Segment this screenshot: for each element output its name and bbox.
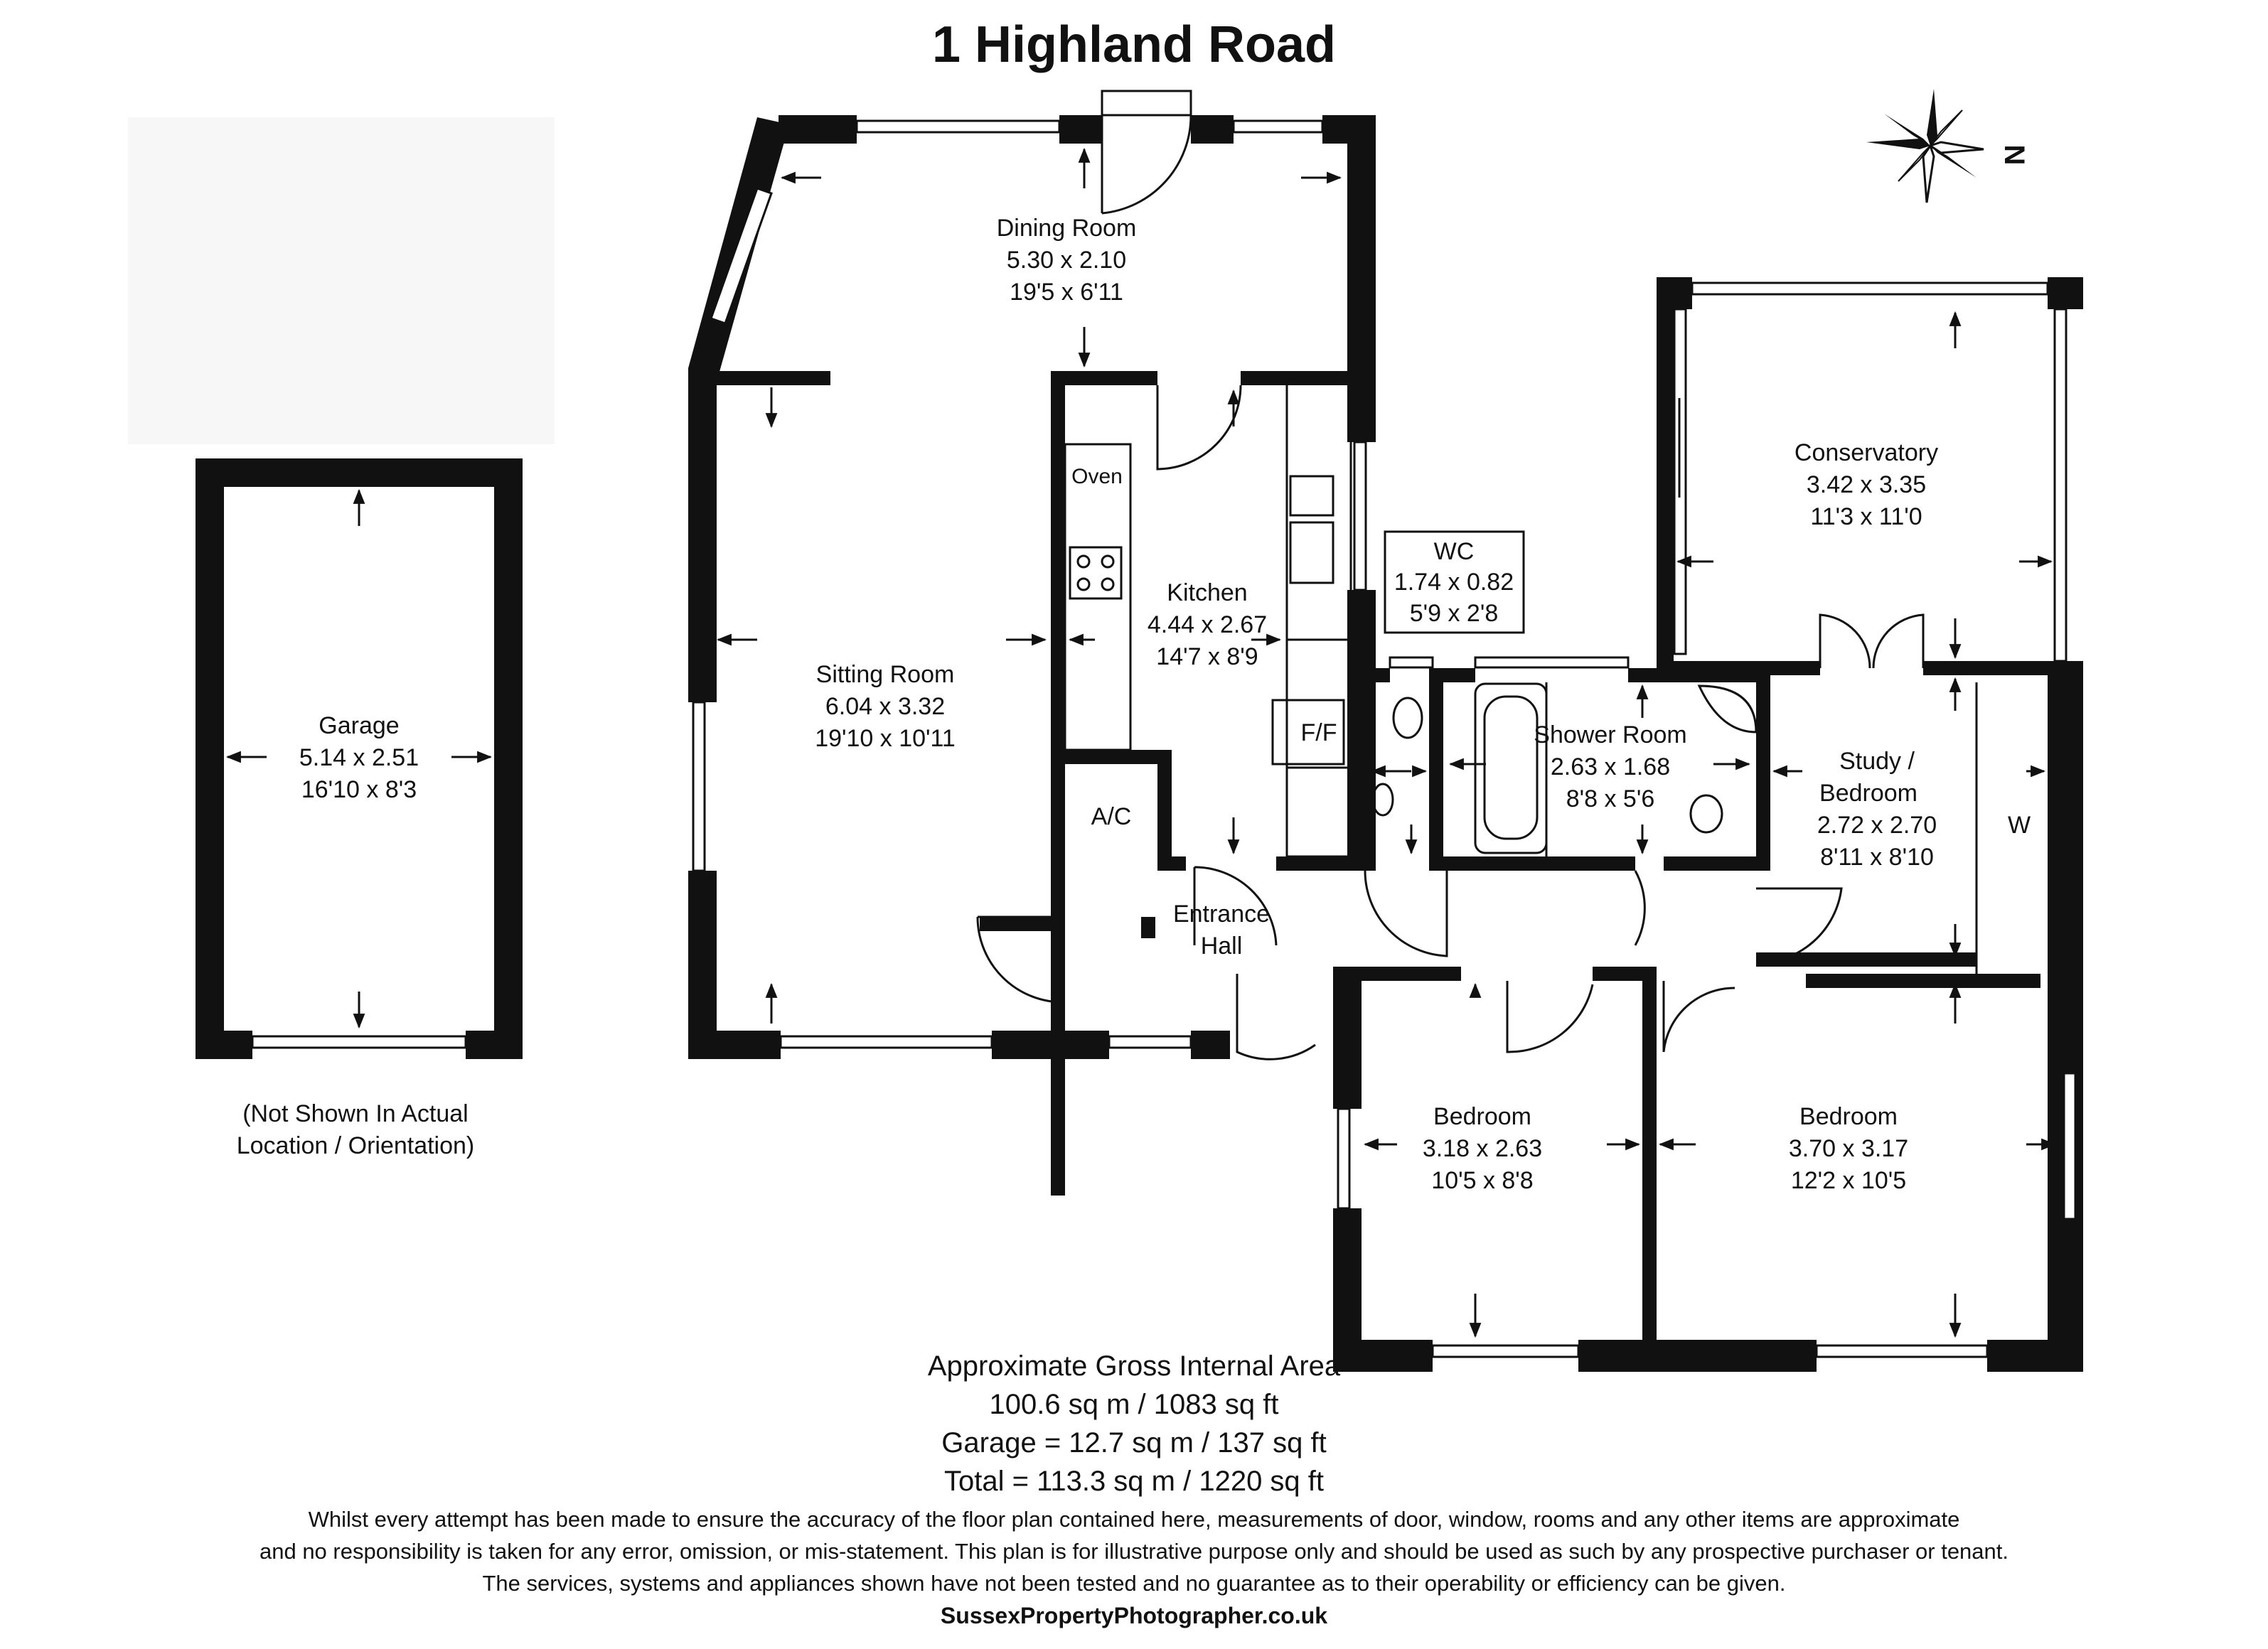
hall-name-line2: Hall <box>1201 933 1243 960</box>
drainer-icon <box>1289 521 1334 584</box>
garage-note-line2: Location / Orientation) <box>237 1132 475 1159</box>
dining-name: Dining Room <box>997 215 1137 242</box>
bedroom2-imperial: 12'2 x 10'5 <box>1791 1167 1906 1194</box>
fridge-freezer-label: F/F <box>1301 719 1337 746</box>
area-heading: Approximate Gross Internal Area <box>927 1350 1341 1382</box>
bathroom-fittings <box>1371 682 1758 856</box>
garage-note-line1: (Not Shown In Actual <box>242 1100 469 1127</box>
study-name-line2: Bedroom <box>1819 780 1917 807</box>
disclaimer-line1: Whilst every attempt has been made to en… <box>308 1507 1960 1532</box>
wc-basin-icon <box>1371 783 1394 817</box>
conservatory-name: Conservatory <box>1794 439 1938 466</box>
kitchen-imperial: 14'7 x 8'9 <box>1156 643 1258 670</box>
garage-metric: 5.14 x 2.51 <box>299 744 419 771</box>
garage-name: Garage <box>319 712 399 739</box>
air-conditioning-label: A/C <box>1091 803 1132 830</box>
kitchen-metric: 4.44 x 2.67 <box>1148 611 1267 638</box>
bedroom1-metric: 3.18 x 2.63 <box>1423 1135 1542 1162</box>
area-garage: Garage = 12.7 sq m / 137 sq ft <box>941 1427 1327 1459</box>
wc-imperial: 5'9 x 2'8 <box>1410 600 1499 627</box>
wc-toilet-icon <box>1392 697 1423 739</box>
bedroom1-imperial: 10'5 x 8'8 <box>1431 1167 1533 1194</box>
shower-name: Shower Room <box>1534 721 1686 748</box>
sitting-imperial: 19'10 x 10'11 <box>815 725 956 752</box>
garage-dimension-arrows <box>225 488 493 1029</box>
windows <box>692 119 2077 1358</box>
area-main: 100.6 sq m / 1083 sq ft <box>989 1389 1279 1420</box>
study-name-line1: Study / <box>1839 748 1915 775</box>
bedroom2-metric: 3.70 x 3.17 <box>1789 1135 1908 1162</box>
compass-north-label: N <box>1999 145 2030 166</box>
area-total: Total = 113.3 sq m / 1220 sq ft <box>943 1466 1325 1497</box>
bedroom1-name: Bedroom <box>1433 1103 1531 1130</box>
dining-metric: 5.30 x 2.10 <box>1007 247 1126 274</box>
shower-metric: 2.63 x 1.68 <box>1551 753 1670 780</box>
kitchen-units <box>1064 382 1352 858</box>
garage-imperial: 16'10 x 8'3 <box>301 776 417 803</box>
study-metric: 2.72 x 2.70 <box>1817 812 1937 839</box>
doors <box>976 90 1925 1060</box>
bedroom2-name: Bedroom <box>1799 1103 1898 1130</box>
study-imperial: 8'11 x 8'10 <box>1820 844 1934 871</box>
kitchen-name: Kitchen <box>1167 579 1247 606</box>
conservatory-imperial: 11'3 x 11'0 <box>1810 503 1922 530</box>
garage-walls <box>196 458 523 1059</box>
shower-basin-icon <box>1697 684 1758 734</box>
fridge-freezer-outline <box>1271 699 1345 766</box>
garage-door <box>251 1035 467 1049</box>
wardrobe-label: W <box>2008 812 2031 839</box>
conservatory-metric: 3.42 x 3.35 <box>1807 471 1926 498</box>
compass-icon <box>1866 89 1984 203</box>
dining-imperial: 19'5 x 6'11 <box>1010 279 1123 306</box>
disclaimer: Whilst every attempt has been made to en… <box>0 1503 2268 1599</box>
sink-icon <box>1289 475 1334 517</box>
disclaimer-line2: and no responsibility is taken for any e… <box>259 1539 2009 1564</box>
hob-icon <box>1069 546 1123 600</box>
wc-metric: 1.74 x 0.82 <box>1394 569 1514 596</box>
wc-name: WC <box>1434 538 1475 565</box>
sitting-metric: 6.04 x 3.32 <box>825 693 945 720</box>
oven-label: Oven <box>1071 465 1123 488</box>
sitting-name: Sitting Room <box>816 661 955 688</box>
hall-name-line1: Entrance <box>1173 901 1270 928</box>
website-link[interactable]: SussexPropertyPhotographer.co.uk <box>940 1603 1328 1628</box>
background-panel <box>128 117 555 444</box>
disclaimer-line3: The services, systems and appliances sho… <box>482 1571 1786 1596</box>
shower-toilet-icon <box>1689 794 1723 834</box>
wc-label-box <box>1384 530 1525 634</box>
area-summary: Approximate Gross Internal Area 100.6 sq… <box>0 1347 2268 1500</box>
plan-title: 1 Highland Road <box>931 16 1337 73</box>
shower-imperial: 8'8 x 5'6 <box>1566 785 1655 812</box>
dimension-arrows <box>716 147 2057 1338</box>
